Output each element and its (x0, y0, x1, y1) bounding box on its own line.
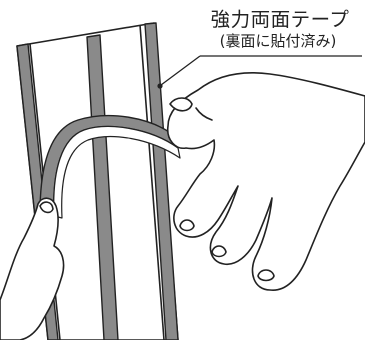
right-finger-nail-1 (179, 219, 195, 232)
callout-pointer-line (160, 55, 201, 86)
tape-stripe-right (144, 22, 179, 340)
callout-title: 強力両面テープ (210, 8, 350, 31)
left-hand-outline (0, 197, 65, 340)
right-finger-nail-2 (211, 245, 227, 258)
panel-rim-line (139, 24, 165, 340)
left-hand (0, 197, 65, 340)
right-hand-outline (166, 71, 365, 291)
left-thumb-nail (39, 201, 54, 214)
tape-stripe-center (86, 34, 119, 340)
right-hand-crease (195, 107, 213, 121)
right-finger-nail-3 (257, 269, 275, 282)
right-thumb-nail (169, 97, 193, 112)
callout-leader (157, 55, 362, 89)
callout-dot (157, 83, 163, 89)
callout-subtitle: (裏面に貼付済み) (219, 32, 337, 50)
right-hand (166, 71, 365, 291)
